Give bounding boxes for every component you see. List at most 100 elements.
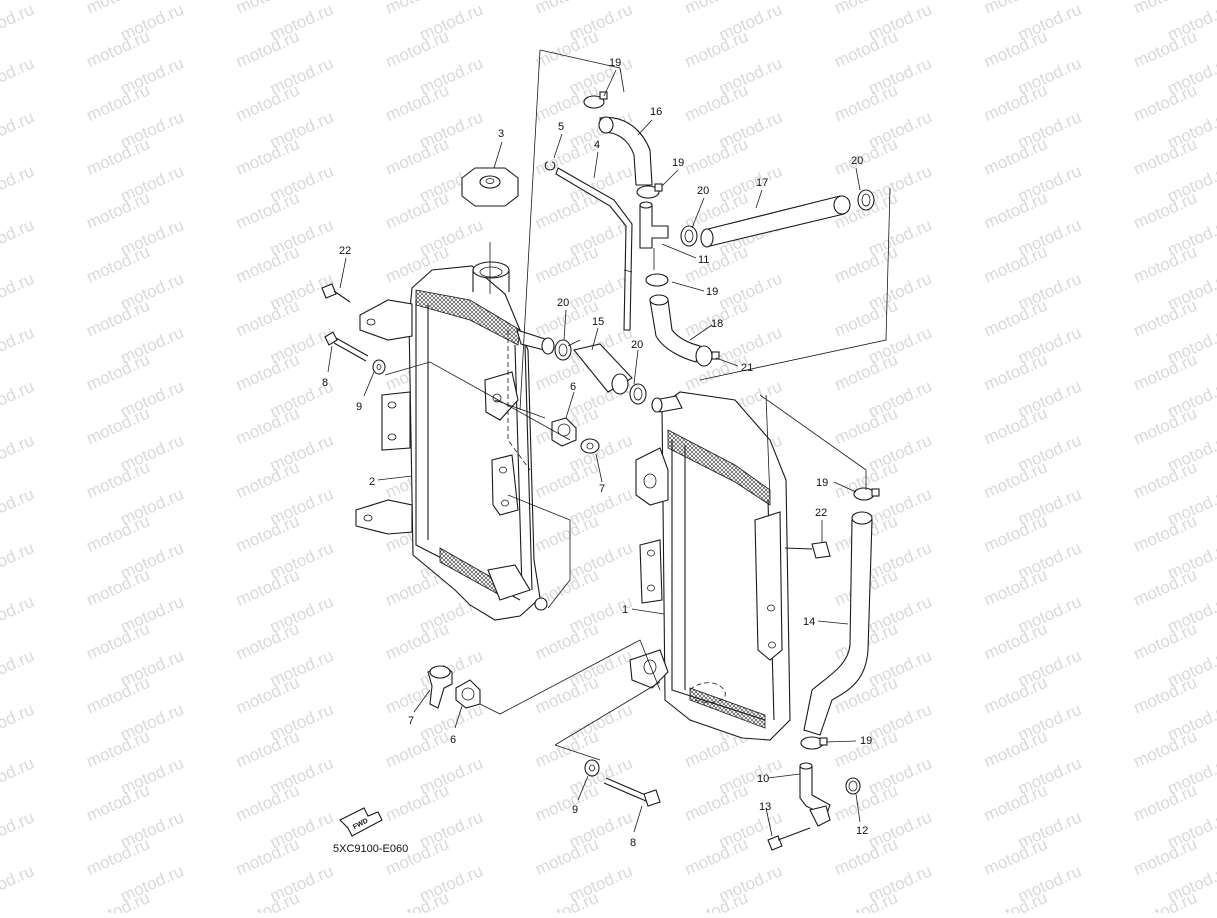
watermark-text: motod.ru	[981, 511, 1050, 556]
watermark-text: motod.ru	[0, 54, 37, 99]
watermark-text: motod.ru	[83, 619, 152, 664]
callout-3: 3	[498, 128, 504, 140]
watermark-text: motod.ru	[83, 565, 152, 610]
watermark-text: motod.ru	[532, 242, 601, 287]
watermark-text: motod.ru	[831, 27, 900, 72]
watermark-text: motod.ru	[532, 0, 601, 18]
watermark-text: motod.ru	[0, 323, 37, 368]
watermark-text: motod.ru	[83, 81, 152, 126]
watermark-text: motod.ru	[0, 107, 37, 152]
watermark-text: motod.ru	[83, 457, 152, 502]
callout-16: 16	[650, 106, 662, 118]
watermark-text: motod.ru	[831, 404, 900, 449]
watermark-text: motod.ru	[682, 0, 751, 18]
watermark-text: motod.ru	[233, 673, 302, 718]
watermark-text: motod.ru	[0, 807, 37, 852]
watermark-text: motod.ru	[682, 781, 751, 826]
watermark-text: motod.ru	[0, 0, 37, 44]
watermark-text: motod.ru	[233, 781, 302, 826]
watermark-text: motod.ru	[682, 134, 751, 179]
callout-9-b: 9	[572, 804, 578, 816]
watermark-text: motod.ru	[1131, 673, 1200, 718]
watermark-text: motod.ru	[233, 834, 302, 879]
watermark-text: motod.ru	[1131, 727, 1200, 772]
assembly-lines	[384, 49, 891, 761]
watermark-text: motod.ru	[1131, 188, 1200, 233]
callout-12: 12	[856, 825, 868, 837]
watermark-text: motod.ru	[233, 565, 302, 610]
callout-20-a: 20	[697, 185, 709, 197]
watermark-text: motod.ru	[233, 242, 302, 287]
callout-7-b: 7	[408, 715, 414, 727]
watermark-text: motod.ru	[981, 404, 1050, 449]
watermark-text: motod.ru	[83, 296, 152, 341]
watermark-text: motod.ru	[981, 727, 1050, 772]
watermark-text: motod.ru	[83, 834, 152, 879]
callout-10: 10	[757, 773, 769, 785]
watermark-text: motod.ru	[383, 134, 452, 179]
callout-18: 18	[711, 318, 723, 330]
callout-11: 11	[698, 254, 709, 266]
watermark-text: motod.ru	[1131, 565, 1200, 610]
watermark-text: motod.ru	[83, 242, 152, 287]
watermark-text: motod.ru	[981, 27, 1050, 72]
watermark-text: motod.ru	[1131, 27, 1200, 72]
callout-4: 4	[594, 139, 600, 151]
watermark-text: motod.ru	[831, 296, 900, 341]
watermark-text: motod.ru	[831, 81, 900, 126]
callout-19-a: 19	[609, 57, 621, 69]
callout-20-d: 20	[631, 339, 643, 351]
callout-14: 14	[803, 616, 815, 628]
callout-19-e: 19	[860, 735, 872, 747]
watermark-text: motod.ru	[1131, 619, 1200, 664]
watermark-text: motod.ru	[0, 888, 3, 913]
watermark-text: motod.ru	[83, 511, 152, 556]
watermark-text: motod.ru	[233, 511, 302, 556]
watermark-text: motod.ru	[532, 457, 601, 502]
callouts: 3 5 4 19 16 19 20 17 20 11 19 22 8 9 20 …	[322, 57, 872, 849]
watermark-text: motod.ru	[233, 457, 302, 502]
right-radiator	[629, 391, 791, 741]
watermark-text: motod.ru	[831, 0, 900, 18]
watermark-text: motod.ru	[981, 457, 1050, 502]
watermark-text: motod.ru	[682, 834, 751, 879]
callout-20-c: 20	[557, 297, 569, 309]
watermark-text: motod.ru	[0, 484, 37, 529]
watermark-text: motod.ru	[83, 134, 152, 179]
watermark-text: motod.ru	[1131, 242, 1200, 287]
watermark-text: motod.ru	[383, 81, 452, 126]
callout-19-c: 19	[706, 286, 718, 298]
watermark-text: motod.ru	[0, 592, 37, 637]
watermark-text: motod.ru	[981, 296, 1050, 341]
watermark-text: motod.ru	[1131, 404, 1200, 449]
watermark-text: motod.ru	[532, 619, 601, 664]
callout-6-b: 6	[450, 734, 456, 746]
watermark-text: motod.ru	[831, 727, 900, 772]
watermark-text: motod.ru	[383, 781, 452, 826]
callout-19-d: 19	[816, 477, 828, 489]
watermark-text: motod.ru	[233, 188, 302, 233]
watermark-text: motod.ru	[83, 0, 152, 18]
left-radiator	[355, 261, 555, 621]
watermark-text: motod.ru	[83, 727, 152, 772]
callout-17: 17	[756, 177, 768, 189]
watermark-text: motod.ru	[0, 646, 37, 691]
watermark-text: motod.ru	[981, 134, 1050, 179]
watermark-text: motod.ru	[981, 565, 1050, 610]
watermark-text: motod.ru	[0, 377, 37, 422]
watermark-text: motod.ru	[831, 134, 900, 179]
watermark-text: motod.ru	[532, 673, 601, 718]
watermark-text: motod.ru	[981, 781, 1050, 826]
watermark-text: motod.ru	[233, 27, 302, 72]
watermark-text: motod.ru	[981, 81, 1050, 126]
watermark-text: motod.ru	[233, 81, 302, 126]
watermark-text: motod.ru	[1131, 296, 1200, 341]
watermark-text: motod.ru	[981, 350, 1050, 395]
callout-8-a: 8	[322, 377, 328, 389]
watermark-text: motod.ru	[981, 834, 1050, 879]
watermark-text: motod.ru	[532, 134, 601, 179]
callout-7-a: 7	[599, 483, 605, 495]
watermark-text: motod.ru	[1131, 834, 1200, 879]
diagram-code: 5XC9100-E060	[333, 843, 408, 855]
